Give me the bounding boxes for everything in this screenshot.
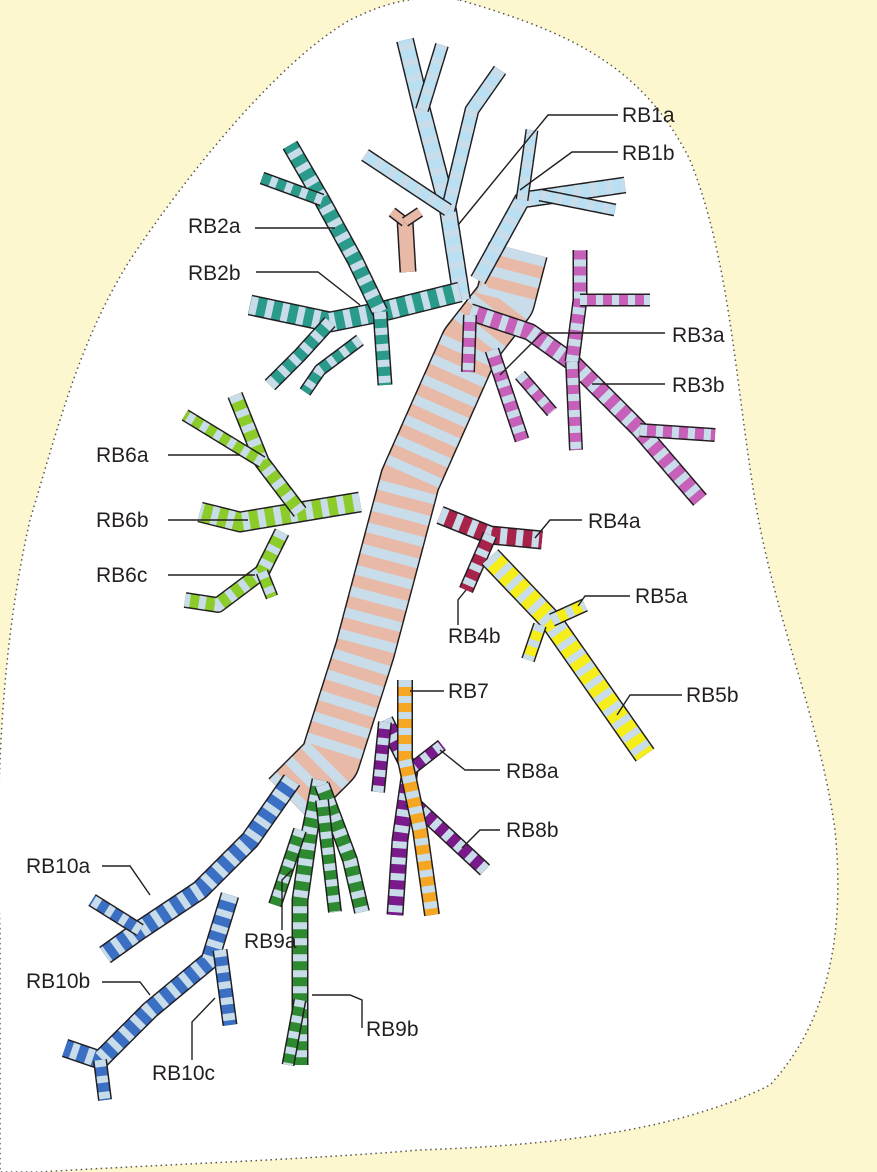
label-RB6b: RB6b [96, 509, 149, 532]
labels: RB1a RB1b RB2a RB2b RB3a RB3b RB6a RB6b … [26, 104, 739, 1085]
leader-line [312, 994, 363, 1028]
leader-line [616, 694, 682, 716]
main-bronchus-rings [269, 242, 547, 821]
label-RB9b: RB9b [366, 1018, 419, 1041]
leader-line [457, 114, 618, 226]
rb4-branch-rings [460, 532, 496, 593]
rb3-branch-rings [639, 424, 716, 441]
rb2-branch-rings [260, 173, 324, 205]
rb10-branch-rings [62, 892, 238, 1068]
label-RB5b: RB5b [686, 684, 739, 707]
leader-line [191, 997, 216, 1060]
rb3-branch [516, 371, 556, 416]
rb6-branch [197, 493, 362, 531]
leader-lines [102, 114, 682, 1060]
rb10-branch-rings [214, 949, 236, 1026]
rb1-branch-rings [471, 178, 627, 284]
leader-line [102, 981, 151, 996]
label-RB6c: RB6c [96, 564, 147, 587]
rb2-branch-rings [374, 311, 391, 386]
rb8-branch-rings [378, 716, 417, 916]
rb3-branch [462, 314, 476, 373]
leader-line [102, 865, 151, 896]
label-RB4a: RB4a [588, 510, 641, 533]
leader-line [457, 589, 467, 625]
label-RB8a: RB8a [506, 760, 559, 783]
leader-line [519, 151, 618, 191]
main_bronchus-branch [389, 208, 408, 226]
rb1-branch-rings [416, 43, 448, 112]
label-RB7: RB7 [448, 680, 489, 703]
leader-line [281, 869, 293, 930]
leader-line [534, 519, 582, 539]
rb7-branch-rings [398, 680, 439, 916]
label-RB3a: RB3a [672, 324, 725, 347]
leader-line [439, 749, 500, 771]
label-RB2a: RB2a [188, 215, 241, 238]
rb9-branch-rings [293, 778, 327, 1065]
rb2-branch [248, 283, 463, 331]
label-RB1a: RB1a [622, 104, 675, 127]
rb9-branch-rings [315, 782, 369, 914]
label-RB8b: RB8b [506, 819, 559, 842]
label-RB5a: RB5a [635, 585, 688, 608]
leader-line [461, 829, 500, 849]
rb6-branch-rings [257, 570, 277, 599]
label-RB10b: RB10b [26, 970, 90, 993]
rb10-branch-rings [100, 775, 299, 962]
rb6-branch-rings [228, 392, 306, 516]
leader-line [499, 332, 665, 376]
main_bronchus-branch [398, 219, 415, 273]
label-RB10a: RB10a [26, 855, 91, 878]
rb5-branch-rings [522, 623, 546, 662]
bronchi [61, 37, 716, 1101]
rb1-branch-rings [539, 190, 616, 215]
rb1-branch-rings [397, 38, 470, 302]
rb9-branch-rings [316, 799, 341, 913]
rb5-branch-rings [482, 550, 654, 761]
rb10-branch-rings [94, 1059, 111, 1101]
rb2-branch-rings [300, 336, 363, 395]
leader-line [577, 595, 630, 607]
rb3-branch [566, 361, 582, 451]
rb2-branch [283, 141, 387, 316]
rb9-branch-rings [283, 999, 305, 1066]
label-RB6a: RB6a [96, 444, 149, 467]
label-RB9a: RB9a [244, 930, 297, 953]
label-RB10c: RB10c [152, 1062, 215, 1085]
rb6-branch [182, 410, 265, 467]
rb3-branch-rings [566, 250, 586, 363]
rb1-branch-rings [517, 129, 537, 201]
label-RB3b: RB3b [672, 374, 725, 397]
rb1-branch-rings [442, 66, 505, 212]
label-RB1b: RB1b [622, 142, 675, 165]
label-RB4b: RB4b [448, 625, 501, 648]
rb8-branch-rings [372, 721, 391, 793]
rb5-branch-rings [549, 599, 588, 626]
rb3-branch [486, 348, 528, 442]
rb10-branch [89, 895, 143, 935]
rb8-branch-rings [406, 741, 446, 774]
rb9-branch-rings [269, 828, 306, 907]
rb1-branch-rings [361, 150, 452, 215]
label-RB2b: RB2b [188, 262, 241, 285]
leader-line [256, 271, 361, 306]
main_bronchus-branch [402, 208, 423, 226]
rb2-branch [265, 317, 335, 390]
rb6-branch-rings [184, 529, 288, 612]
